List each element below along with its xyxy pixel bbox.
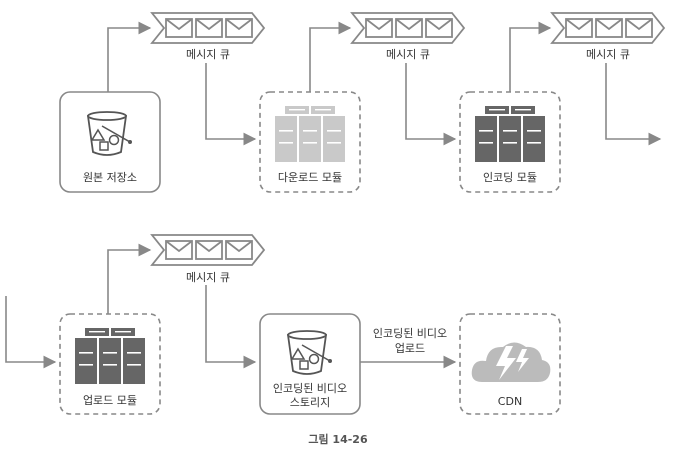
cdn-node: CDN — [459, 313, 561, 415]
encoding-module-label: 인코딩 모듈 — [483, 171, 537, 184]
edge-download-to-queue2 — [309, 21, 352, 92]
upload-module-label: 업로드 모듈 — [83, 394, 137, 407]
download-module-label: 다운로드 모듈 — [278, 171, 342, 184]
message-queue-3-label: 메시지 큐 — [586, 48, 630, 61]
upload-module-node: 업로드 모듈 — [59, 313, 161, 415]
edge-source-to-queue1 — [107, 21, 152, 92]
source-storage-label: 원본 저장소 — [83, 171, 137, 184]
edge-upload-to-queue4 — [107, 243, 152, 314]
message-queue-3 — [552, 13, 664, 43]
download-module-node: 다운로드 모듈 — [259, 91, 361, 193]
edge-queue1-to-download — [205, 63, 257, 146]
encoded-storage-node: 인코딩된 비디오 스토리지 — [259, 313, 361, 415]
cloud-lightning-icon — [471, 342, 551, 382]
edge-encoded-to-cdn-label-line1: 인코딩된 비디오 — [373, 327, 447, 340]
message-queue-1 — [152, 13, 264, 43]
edge-queue4-to-encoded-storage — [205, 285, 257, 369]
message-queue-1-label: 메시지 큐 — [186, 48, 230, 61]
edge-prev-to-upload — [5, 296, 57, 369]
figure-caption: 그림 14-26 — [308, 433, 368, 446]
message-queue-2-label: 메시지 큐 — [386, 48, 430, 61]
message-queue-4-label: 메시지 큐 — [186, 271, 230, 284]
edge-encoded-to-cdn-label-line2: 업로드 — [395, 342, 425, 355]
edge-encoding-to-queue3 — [509, 21, 552, 92]
message-queue-2 — [352, 13, 464, 43]
edge-queue3-to-next — [605, 63, 662, 146]
encoded-storage-label-line2: 스토리지 — [290, 396, 330, 409]
source-storage-node: 원본 저장소 — [59, 91, 161, 193]
edge-queue2-to-encoding — [405, 63, 457, 146]
encoding-module-node: 인코딩 모듈 — [459, 91, 561, 193]
encoded-storage-label-line1: 인코딩된 비디오 — [273, 382, 347, 395]
message-queue-4 — [152, 235, 264, 265]
cdn-label: CDN — [498, 395, 522, 408]
